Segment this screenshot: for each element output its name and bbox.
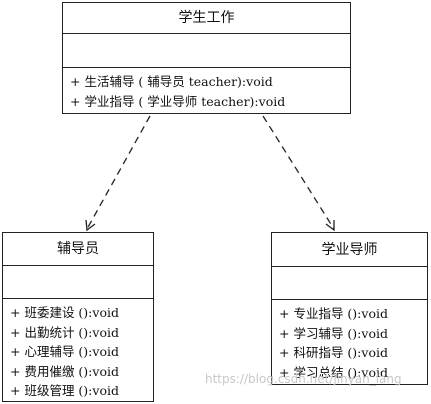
dependency-line-advisor (262, 115, 335, 230)
class-academic-advisor[interactable]: 学业导师 + 专业指导 ():void + 学习辅导 ():void + 科研指… (271, 232, 428, 385)
operations-compartment: + 专业指导 ():void + 学习辅导 ():void + 科研指导 ():… (272, 300, 427, 382)
attributes-compartment (272, 267, 427, 300)
operation: + 科研指导 ():void (279, 345, 388, 360)
operation: + 生活辅导 ( 辅导员 teacher):void (70, 74, 273, 89)
class-student-work[interactable]: 学生工作 + 生活辅导 ( 辅导员 teacher):void + 学业指导 (… (62, 2, 351, 114)
operation: + 心理辅导 ():void (10, 344, 119, 359)
operations-compartment: + 班委建设 ():void + 出勤统计 ():void + 心理辅导 ():… (3, 299, 153, 401)
class-counselor[interactable]: 辅导员 + 班委建设 ():void + 出勤统计 ():void + 心理辅导… (2, 232, 154, 402)
operation: + 班级管理 ():void (10, 383, 119, 398)
class-name: 辅导员 (3, 233, 153, 266)
class-name: 学生工作 (63, 3, 350, 34)
watermark-text: https://blog.csdn.net/jinyan_lang (205, 372, 402, 386)
operation: + 班委建设 ():void (10, 305, 119, 320)
dependency-line-counselor (86, 115, 151, 230)
operation: + 学习总结 ():void (279, 364, 388, 380)
operation: + 费用催缴 ():void (10, 363, 119, 379)
operation: + 出勤统计 ():void (10, 324, 119, 340)
operation: + 学习辅导 ():void (279, 325, 388, 341)
operations-compartment: + 生活辅导 ( 辅导员 teacher):void + 学业指导 ( 学业导师… (63, 68, 350, 111)
attributes-compartment (63, 34, 350, 68)
arrowhead-counselor (85, 219, 96, 232)
attributes-compartment (3, 266, 153, 299)
operation: + 学业指导 ( 学业导师 teacher):void (70, 93, 286, 109)
arrowhead-advisor (325, 220, 335, 232)
operation: + 专业指导 ():void (279, 306, 388, 321)
class-name: 学业导师 (272, 233, 427, 267)
